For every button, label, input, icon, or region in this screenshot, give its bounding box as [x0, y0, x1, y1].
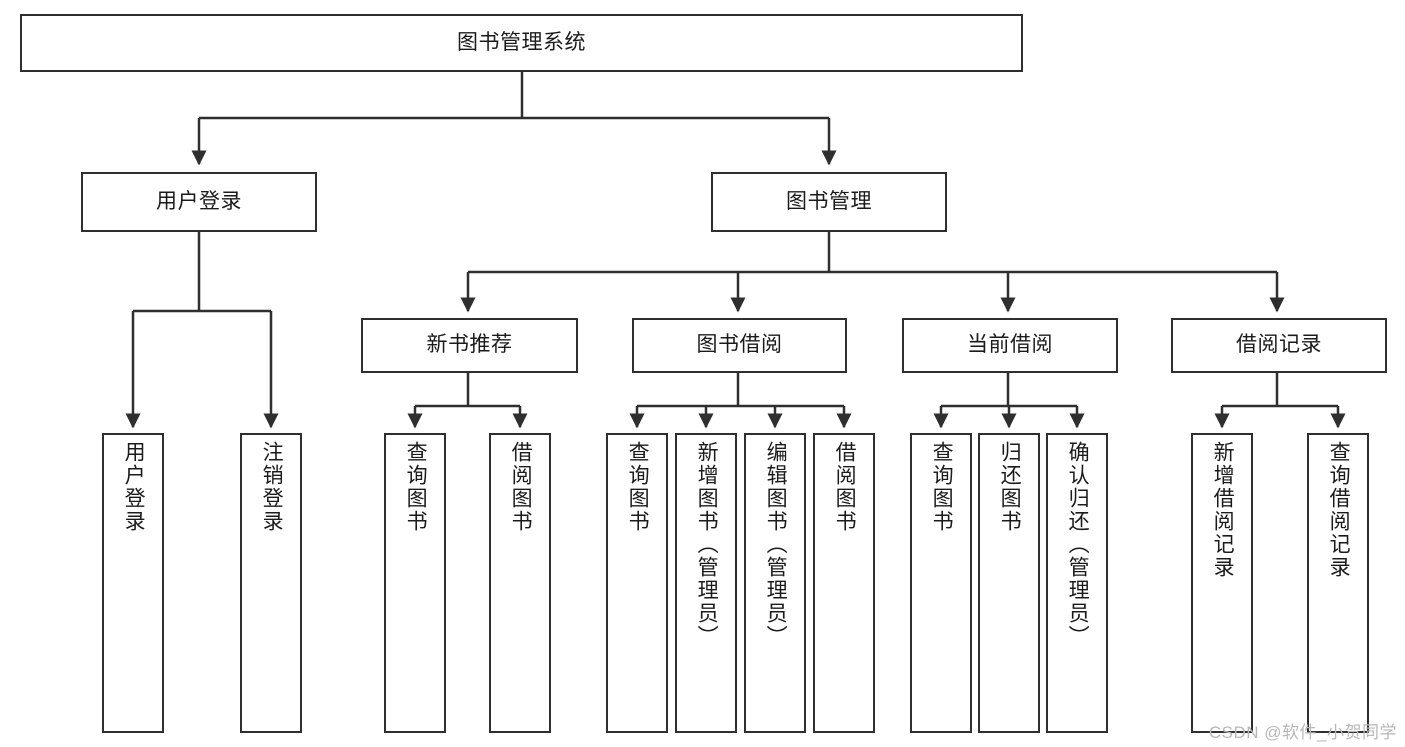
node-current-borrow[interactable]: 当前借阅: [902, 318, 1118, 373]
node-borrow-record-label: 借阅记录: [1236, 333, 1322, 357]
leaf-borrow-record-query[interactable]: 查询借阅记录: [1307, 433, 1369, 733]
leaf-book-borrow-add-label: 新增图书（管理员）: [695, 441, 719, 648]
leaf-current-borrow-return-label: 归还图书: [998, 441, 1022, 533]
leaf-user-login-signout-label: 注销登录: [260, 441, 284, 533]
leaf-borrow-record-add-label: 新增借阅记录: [1211, 441, 1235, 579]
leaf-book-borrow-lend-label: 借阅图书: [833, 441, 857, 533]
node-user-login[interactable]: 用户登录: [81, 172, 317, 232]
node-book-borrow[interactable]: 图书借阅: [632, 318, 847, 373]
node-book-management-label: 图书管理: [786, 189, 872, 213]
leaf-new-book-borrow[interactable]: 借阅图书: [489, 433, 551, 733]
leaf-user-login-signin-label: 用户登录: [122, 441, 146, 533]
leaf-new-book-query-label: 查询图书: [404, 441, 428, 533]
leaf-book-borrow-edit[interactable]: 编辑图书（管理员）: [744, 433, 806, 733]
leaf-current-borrow-confirm[interactable]: 确认归还（管理员）: [1046, 433, 1108, 733]
leaf-book-borrow-lend[interactable]: 借阅图书: [813, 433, 875, 733]
leaf-new-book-borrow-label: 借阅图书: [509, 441, 533, 533]
leaf-book-borrow-edit-label: 编辑图书（管理员）: [764, 441, 788, 648]
leaf-user-login-signout[interactable]: 注销登录: [240, 433, 302, 733]
leaf-borrow-record-query-label: 查询借阅记录: [1327, 441, 1351, 579]
node-borrow-record[interactable]: 借阅记录: [1171, 318, 1387, 373]
node-root[interactable]: 图书管理系统: [20, 14, 1023, 72]
leaf-book-borrow-query-label: 查询图书: [626, 441, 650, 533]
leaf-current-borrow-return[interactable]: 归还图书: [978, 433, 1040, 733]
leaf-book-borrow-add[interactable]: 新增图书（管理员）: [675, 433, 737, 733]
leaf-new-book-query[interactable]: 查询图书: [384, 433, 446, 733]
node-user-login-label: 用户登录: [156, 189, 242, 213]
csdn-watermark: CSDN @软件_小贺同学: [1208, 723, 1397, 742]
leaf-borrow-record-add[interactable]: 新增借阅记录: [1191, 433, 1253, 733]
node-root-label: 图书管理系统: [457, 30, 586, 54]
node-book-management[interactable]: 图书管理: [711, 172, 947, 232]
leaf-current-borrow-confirm-label: 确认归还（管理员）: [1066, 441, 1090, 648]
leaf-user-login-signin[interactable]: 用户登录: [102, 433, 164, 733]
node-new-book-recommend[interactable]: 新书推荐: [361, 318, 578, 373]
leaf-book-borrow-query[interactable]: 查询图书: [606, 433, 668, 733]
leaf-current-borrow-query-label: 查询图书: [930, 441, 954, 533]
node-book-borrow-label: 图书借阅: [696, 333, 783, 357]
node-current-borrow-label: 当前借阅: [967, 333, 1053, 357]
leaf-current-borrow-query[interactable]: 查询图书: [910, 433, 972, 733]
node-new-book-recommend-label: 新书推荐: [426, 333, 513, 357]
